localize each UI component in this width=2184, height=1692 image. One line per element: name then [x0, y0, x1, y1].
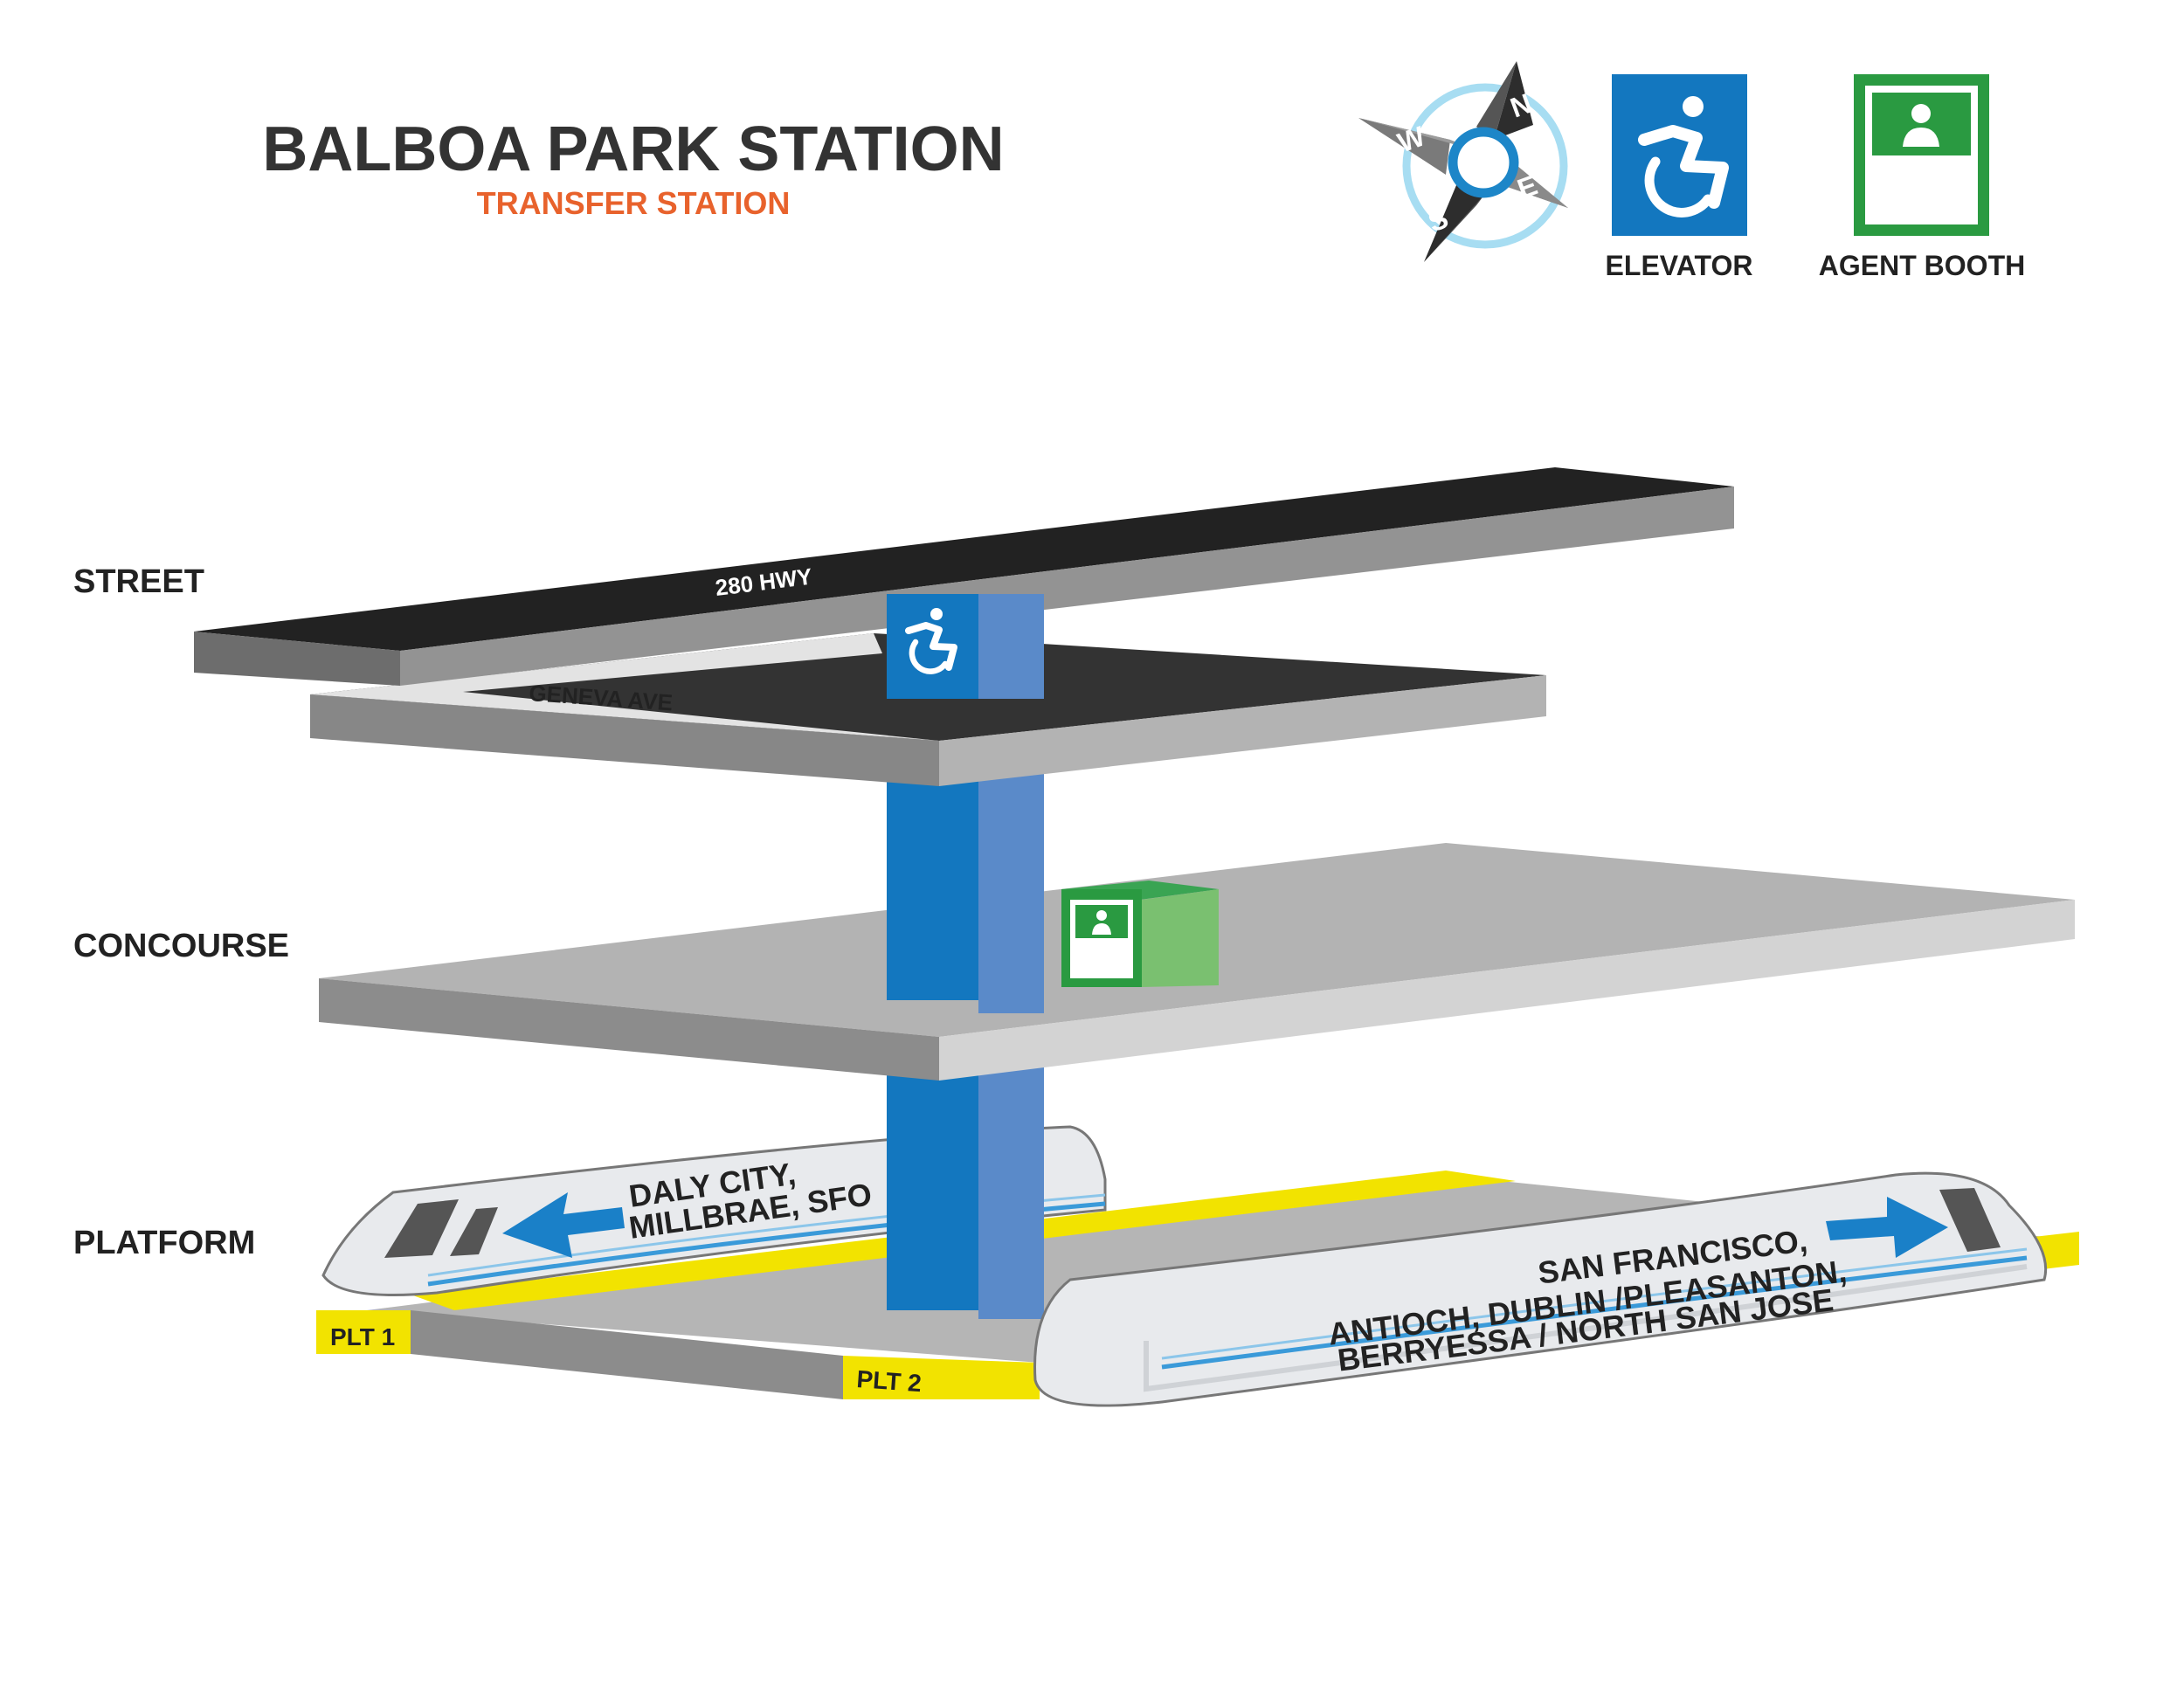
train-1-direction-arrow-icon	[502, 1192, 625, 1258]
legend-agent-booth-label: AGENT BOOTH	[1819, 250, 2025, 281]
platform-label-plt2: PLT 2	[856, 1365, 923, 1397]
level-label-concourse: CONCOURSE	[73, 928, 289, 964]
elevator-shaft-middle	[887, 747, 1044, 1013]
platform-label-plt1: PLT 1	[330, 1323, 395, 1350]
agent-booth	[1061, 881, 1219, 987]
highway-280-deck: 280 HWY	[194, 467, 1734, 686]
wheelchair-icon	[1638, 96, 1729, 218]
legend-agent-booth: AGENT BOOTH	[1819, 74, 2025, 281]
elevator-wheelchair-icon	[905, 608, 957, 674]
elevator-top	[887, 594, 1044, 699]
elevator-shaft-lower	[887, 1057, 1044, 1319]
train-1-window-icon	[384, 1199, 459, 1258]
level-label-platform: PLATFORM	[73, 1225, 255, 1261]
legend-elevator-label: ELEVATOR	[1606, 250, 1753, 281]
level-label-street: STREET	[73, 563, 204, 600]
compass-letter-e: E	[1513, 169, 1541, 204]
station-subtitle: TRANSFER STATION	[477, 185, 791, 221]
train-2-window-icon	[1939, 1188, 2001, 1252]
station-title: BALBOA PARK STATION	[262, 114, 1004, 184]
train-2-direction-arrow-icon	[1826, 1197, 1948, 1258]
legend-elevator: ELEVATOR	[1606, 74, 1753, 281]
compass-rose-icon: N E S W	[1358, 61, 1568, 262]
train-2: SAN FRANCISCO, ANTIOCH, DUBLIN /PLEASANT…	[1033, 1171, 2048, 1407]
